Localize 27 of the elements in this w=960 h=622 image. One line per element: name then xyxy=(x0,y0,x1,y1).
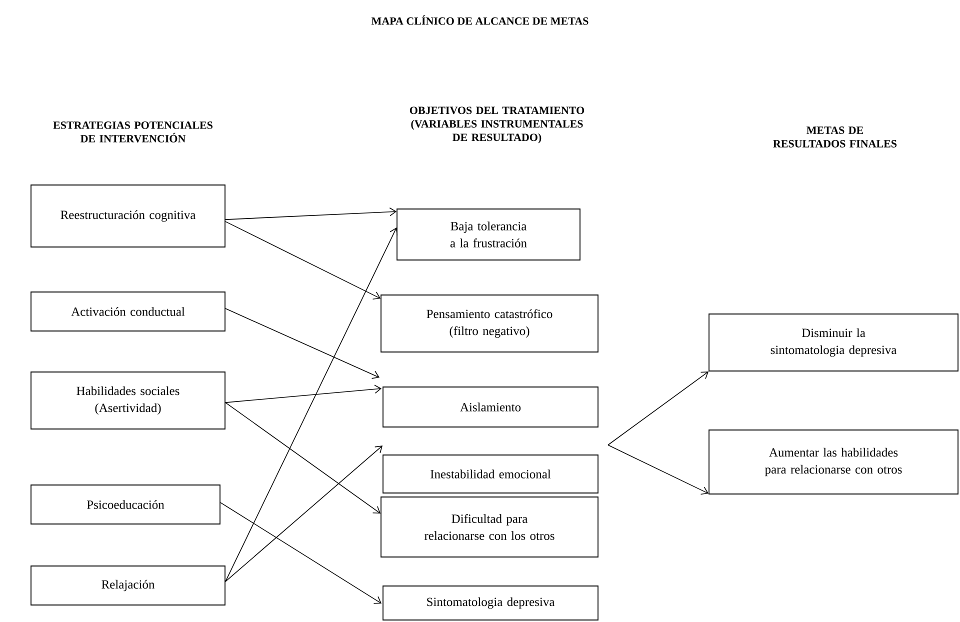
process-box: Baja tolerancia a la frustración xyxy=(396,208,580,260)
title: MAPA CLÍNICO DE ALCANCE DE METAS xyxy=(371,15,588,25)
arrow xyxy=(608,444,709,495)
process-box: Habilidades sociales (Asertividad) xyxy=(30,372,226,430)
arrow xyxy=(225,228,398,582)
arrow xyxy=(225,221,381,300)
arrow xyxy=(608,372,709,446)
arrow xyxy=(220,502,382,604)
process-box: Psicoeducación xyxy=(30,484,220,524)
process-box: Activación conductual xyxy=(30,292,226,332)
process-box: Pensamiento catastrófico (filtro negativo) xyxy=(380,294,598,352)
arrow xyxy=(225,384,382,403)
process-box: Inestabilidad emocional xyxy=(382,454,598,494)
arrow xyxy=(225,402,381,514)
process-box: Sintomatologia depresiva xyxy=(382,586,598,620)
process-box: Relajación xyxy=(30,566,226,606)
arrow xyxy=(225,207,397,220)
process-box: Aumentar las habilidades para relacionarse con otros xyxy=(708,430,958,494)
process-box: Disminuir la sintomatologia depresiva xyxy=(708,314,958,372)
arrow xyxy=(225,308,380,379)
column-heading: ESTRATEGIAS POTENCIALES DE INTERVENCIÓN xyxy=(53,122,212,142)
arrow xyxy=(225,446,383,582)
process-box: Dificultad para relacionarse con los otros xyxy=(380,496,598,558)
column-heading: METAS DE RESULTADOS FINALES xyxy=(773,126,897,148)
column-heading: OBJETIVOS DEL TRATAMIENTO (VARIABLES INSTRUMENTALES DE RESULTADO) xyxy=(410,106,584,144)
process-box: Reestructuración cognitiva xyxy=(30,184,226,248)
process-box: Aislamiento xyxy=(382,386,598,428)
